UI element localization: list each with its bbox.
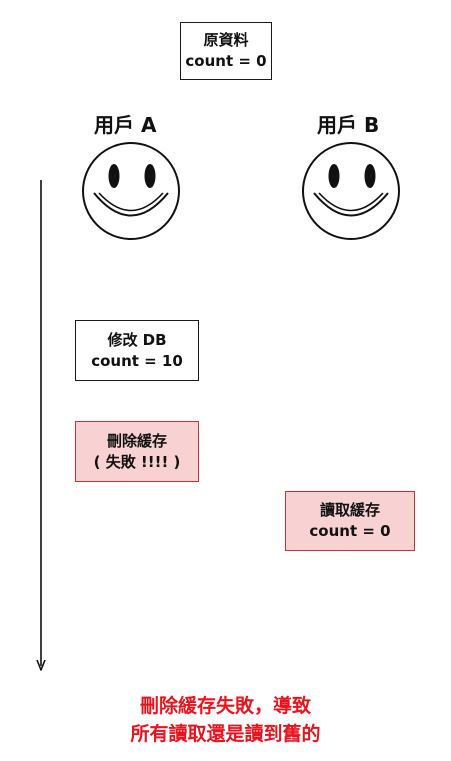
user-b-label: 用戶 B <box>317 113 380 137</box>
user-a-smiley-icon <box>82 142 180 240</box>
delete-cache-status: ( 失敗 !!!! ) <box>93 452 181 471</box>
delete-cache-label: 刪除緩存 <box>106 431 167 450</box>
read-cache-label: 讀取緩存 <box>319 501 380 519</box>
caption-line-1: 刪除緩存失敗，導致 <box>139 695 311 717</box>
delete-cache-box: 刪除緩存 ( 失敗 !!!! ) <box>75 421 199 482</box>
caption: 刪除緩存失敗，導致 所有讀取還是讀到舊的 <box>0 692 451 748</box>
user-a-label: 用戶 A <box>94 113 157 137</box>
original-data-box: 原資料 count = 0 <box>180 22 272 80</box>
original-data-title: 原資料 <box>203 31 249 49</box>
modify-db-label: 修改 DB <box>107 330 167 349</box>
timeline-arrow <box>36 180 46 671</box>
original-data-value: count = 0 <box>185 52 267 70</box>
modify-db-value: count = 10 <box>91 351 183 370</box>
read-cache-value: count = 0 <box>309 522 391 540</box>
read-cache-box: 讀取緩存 count = 0 <box>285 491 415 551</box>
modify-db-box: 修改 DB count = 10 <box>75 320 199 381</box>
caption-line-2: 所有讀取還是讀到舊的 <box>130 723 321 745</box>
user-b-smiley-icon <box>302 142 400 240</box>
